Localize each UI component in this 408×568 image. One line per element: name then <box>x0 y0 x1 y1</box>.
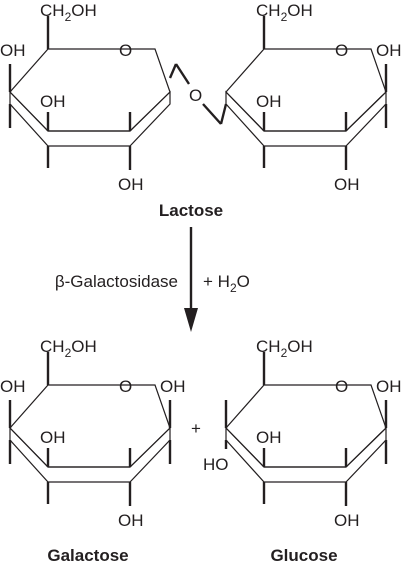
bottom-oh-label: OH <box>334 511 360 530</box>
ring-lactose-glucose: CH2OH O OH OH OH <box>225 1 402 194</box>
bridge-oxygen-label: O <box>189 86 202 105</box>
bridge-bond-left-b <box>174 63 191 85</box>
ring-top-face <box>225 48 387 132</box>
ring-oxygen-label: O <box>335 377 348 396</box>
enzyme-label: β-Galactosidase <box>55 272 178 291</box>
bottom-oh-label: OH <box>118 175 144 194</box>
right-oh-label: OH <box>376 377 402 396</box>
glycosidic-bridge: O <box>168 63 228 125</box>
plus-sign: + <box>191 419 201 438</box>
reaction-arrow <box>184 227 198 332</box>
inner-oh-label: OH <box>40 92 66 111</box>
ring-front-face <box>225 90 387 147</box>
ring-top-face <box>9 48 171 132</box>
bottom-oh-label: OH <box>334 175 360 194</box>
bottom-oh-label: OH <box>118 511 144 530</box>
inner-oh-label: OH <box>256 428 282 447</box>
ring-front-face <box>9 90 171 147</box>
bridge-bond-right-a <box>202 103 222 125</box>
ch2oh-label: CH2OH <box>40 1 97 24</box>
right-oh-label: OH <box>376 41 402 60</box>
bridge-bond-left-a <box>168 63 178 79</box>
left-oh-label: OH <box>0 377 26 396</box>
ring-oxygen-label: O <box>119 377 132 396</box>
water-label: + H2O <box>203 272 250 295</box>
ring-top-face <box>9 384 171 468</box>
left-oh-label: OH <box>0 41 26 60</box>
galactose-label: Galactose <box>47 546 128 565</box>
ring-galactose: CH2OH O OH OH OH OH <box>0 337 186 530</box>
ring-lactose-galactose: CH2OH O OH OH OH <box>0 1 171 194</box>
right-oh-label: OH <box>160 377 186 396</box>
lactose-label: Lactose <box>159 201 223 220</box>
ring-glucose: CH2OH O HO OH OH OH <box>203 337 402 530</box>
ch2oh-label: CH2OH <box>40 337 97 360</box>
ring-front-face <box>225 426 387 483</box>
ring-top-face <box>225 384 387 468</box>
ring-oxygen-label: O <box>119 41 132 60</box>
bridge-bond-right-b <box>219 103 228 125</box>
inner-oh-label: OH <box>40 428 66 447</box>
ring-oxygen-label: O <box>335 41 348 60</box>
glucose-label: Glucose <box>270 546 337 565</box>
ring-front-face <box>9 426 171 483</box>
arrow-head <box>184 308 198 332</box>
left-ho-label: HO <box>203 455 229 474</box>
ch2oh-label: CH2OH <box>256 1 313 24</box>
inner-oh-label: OH <box>256 92 282 111</box>
ch2oh-label: CH2OH <box>256 337 313 360</box>
